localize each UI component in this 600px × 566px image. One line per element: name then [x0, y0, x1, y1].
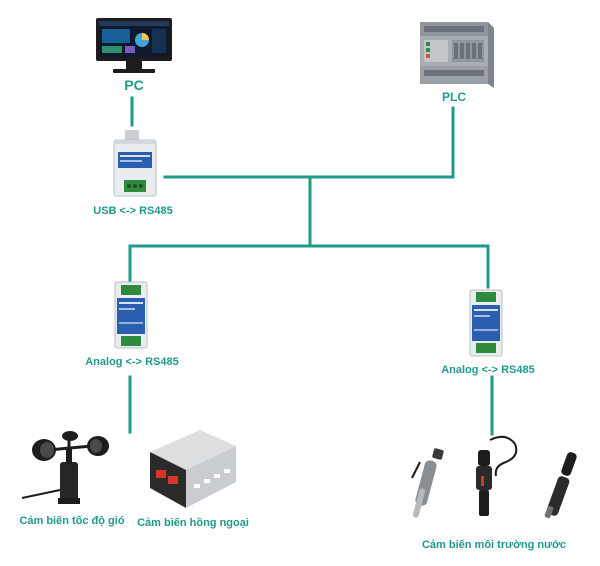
anemometer-icon [21, 431, 109, 504]
analog-left-label: Analog <-> RS485 [85, 356, 179, 368]
ir-sensor-label: Cảm biến hồng ngoại [137, 517, 249, 529]
analog-right-label: Analog <-> RS485 [441, 364, 535, 376]
water-sensor-label: Cảm biến môi trường nước [422, 539, 566, 551]
usb-rs485-converter-icon [113, 130, 157, 197]
wind-sensor-label: Cảm biến tốc độ gió [19, 515, 124, 527]
analog-rs485-module-icon [469, 289, 503, 357]
connection-lines [128, 96, 494, 436]
plc-icon [420, 22, 494, 88]
water-probe-icon [411, 448, 444, 518]
infrared-sensor-box-icon [150, 430, 236, 508]
usb-converter-label: USB <-> RS485 [93, 205, 172, 217]
analog-rs485-module-icon [114, 281, 148, 349]
pc-label: PC [124, 77, 143, 93]
plc-label: PLC [442, 90, 466, 104]
water-probe-icon [544, 452, 577, 519]
water-probe-icon [476, 435, 518, 516]
monitor-icon [96, 18, 172, 73]
